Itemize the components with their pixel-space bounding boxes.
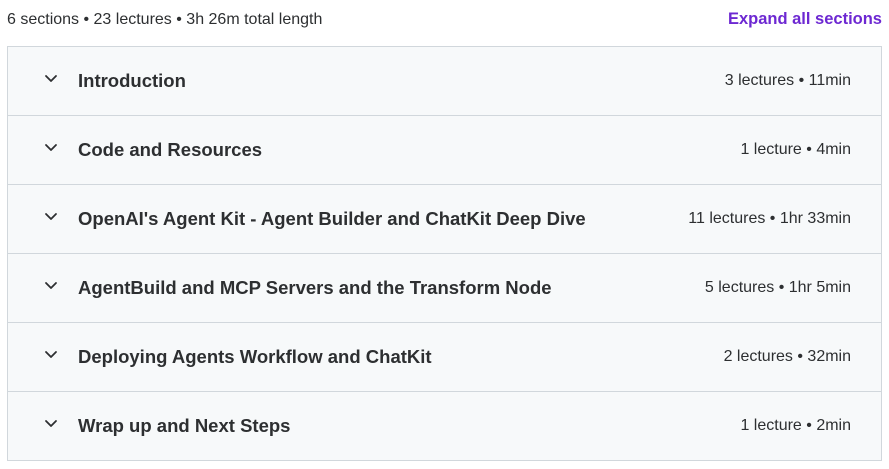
section-title: AgentBuild and MCP Servers and the Trans… xyxy=(78,277,552,298)
section-title: Introduction xyxy=(78,70,186,91)
section-row[interactable]: OpenAI's Agent Kit - Agent Builder and C… xyxy=(8,185,881,254)
curriculum-summary: 6 sections • 23 lectures • 3h 26m total … xyxy=(7,11,323,28)
section-row[interactable]: AgentBuild and MCP Servers and the Trans… xyxy=(8,254,881,323)
section-title: Code and Resources xyxy=(78,139,263,160)
section-row[interactable]: Introduction 3 lectures • 11min xyxy=(8,47,881,116)
section-meta: 1 lecture • 4min xyxy=(740,141,851,158)
chevron-down-icon xyxy=(44,143,58,153)
section-row[interactable]: Deploying Agents Workflow and ChatKit 2 … xyxy=(8,323,881,392)
chevron-down-icon xyxy=(44,419,58,429)
section-list: Introduction 3 lectures • 11min Code and… xyxy=(7,46,882,461)
section-meta: 5 lectures • 1hr 5min xyxy=(704,279,851,296)
section-meta: 11 lectures • 1hr 33min xyxy=(688,210,851,227)
chevron-down-icon xyxy=(44,281,58,291)
section-meta: 3 lectures • 11min xyxy=(724,72,851,89)
chevron-down-icon xyxy=(44,212,58,222)
section-meta: 1 lecture • 2min xyxy=(740,417,851,434)
curriculum-summary-bar: 6 sections • 23 lectures • 3h 26m total … xyxy=(0,0,889,44)
section-row[interactable]: Code and Resources 1 lecture • 4min xyxy=(8,116,881,185)
chevron-down-icon xyxy=(44,74,58,84)
section-title: Deploying Agents Workflow and ChatKit xyxy=(78,346,432,367)
chevron-down-icon xyxy=(44,350,58,360)
expand-all-sections-button[interactable]: Expand all sections xyxy=(727,10,882,28)
section-title: OpenAI's Agent Kit - Agent Builder and C… xyxy=(78,208,586,229)
section-row[interactable]: Wrap up and Next Steps 1 lecture • 2min xyxy=(8,392,881,460)
section-title: Wrap up and Next Steps xyxy=(78,415,291,436)
section-meta: 2 lectures • 32min xyxy=(723,348,851,365)
